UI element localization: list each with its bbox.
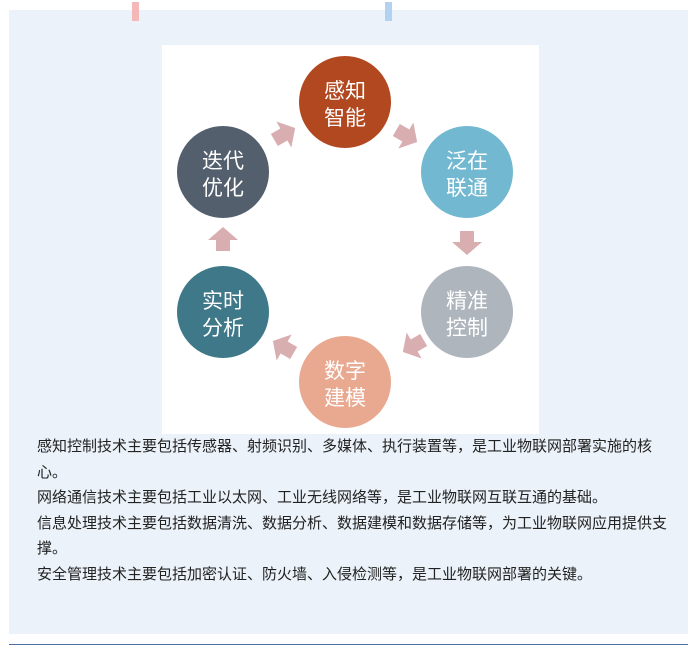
tab-marker-right (385, 2, 392, 21)
node-label: 精准 (446, 289, 488, 313)
description-text: 感知控制技术主要包括传感器、射频识别、多媒体、执行装置等，是工业物联网部署实施的… (37, 434, 667, 587)
node-label: 建模 (324, 386, 366, 410)
node-label: 实时 (202, 289, 244, 313)
paragraph-network: 网络通信技术主要包括工业以太网、工业无线网络等，是工业物联网互联互通的基础。 (37, 488, 608, 506)
node-label: 感知 (324, 79, 366, 103)
node-label: 智能 (324, 106, 366, 130)
node-label: 迭代 (202, 149, 244, 173)
flow-arrow (272, 334, 298, 361)
flow-arrow (402, 332, 428, 359)
node-label: 分析 (202, 316, 244, 340)
node-label: 优化 (202, 176, 244, 200)
node-circle (299, 336, 391, 428)
paragraph-security: 安全管理技术主要包括加密认证、防火墙、入侵检测等，是工业物联网部署的关键。 (37, 564, 593, 583)
node-circle (177, 266, 269, 358)
flow-arrow (270, 121, 296, 148)
node-label: 数字 (324, 359, 366, 383)
node-circle (299, 56, 391, 148)
paragraph-processing: 信息处理技术主要包括数据清洗、数据分析、数据建模和数据存储等，为工业物联网应用提… (37, 513, 668, 558)
flow-arrow (392, 122, 418, 149)
flow-arrow (208, 227, 238, 251)
node-label: 控制 (446, 316, 488, 340)
node-circle (421, 126, 513, 218)
node-circle (177, 126, 269, 218)
node-label: 联通 (446, 176, 488, 200)
tab-marker-left (132, 2, 139, 21)
node-circle (421, 266, 513, 358)
node-label: 泛在 (446, 149, 488, 173)
bottom-divider (9, 644, 688, 645)
iiot-cycle-diagram: 感知智能泛在联通精准控制数字建模实时分析迭代优化 (162, 45, 539, 434)
paragraph-sensing: 感知控制技术主要包括传感器、射频识别、多媒体、执行装置等，是工业物联网部署实施的… (37, 437, 653, 481)
flow-arrow (452, 231, 482, 255)
